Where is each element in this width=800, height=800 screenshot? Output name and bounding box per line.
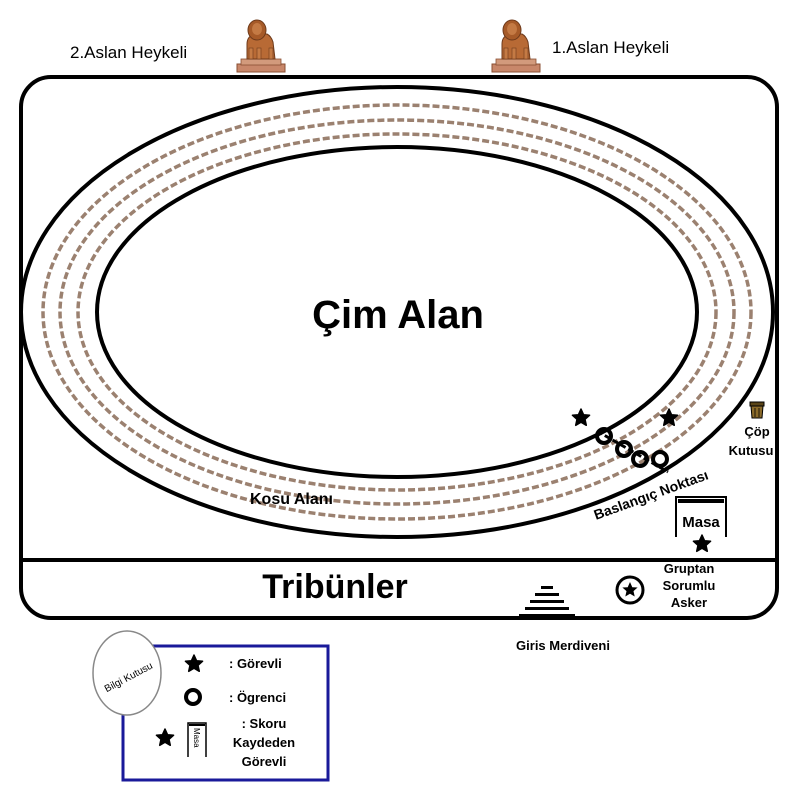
legend-table-icon: Masa	[187, 722, 207, 757]
scorer-star	[692, 534, 712, 553]
info-bubble: Bilgi Kutusu	[92, 630, 162, 716]
trash-label-line2: Kutusu	[729, 443, 774, 458]
student-marker	[615, 440, 633, 458]
legend-student-circle	[184, 688, 202, 706]
grass-field-edge	[95, 145, 699, 479]
table-label: Masa	[682, 514, 720, 531]
score-table: Masa	[675, 496, 727, 537]
group-leader-line1: Gruptan	[664, 561, 715, 576]
lane-line-2	[58, 118, 736, 506]
lion-statue-left	[236, 19, 286, 73]
stands-label: Tribünler	[262, 568, 407, 606]
legend-scorer-line3: Görevli	[242, 754, 287, 769]
stadium-outline	[19, 75, 779, 620]
student-marker	[651, 450, 669, 468]
statue-label-right: 1.Aslan Heykeli	[552, 38, 669, 57]
student-marker	[595, 427, 613, 445]
track-outer-edge	[19, 85, 775, 539]
entrance-stairs-icon	[519, 586, 575, 617]
group-leader-line3: Asker	[671, 595, 707, 610]
statue-label-left: 2.Aslan Heykeli	[70, 43, 187, 62]
student-marker	[631, 450, 649, 468]
track-label: Kosu Alanı	[250, 491, 333, 508]
trash-can-icon	[749, 401, 765, 419]
lane-line-1	[41, 103, 753, 521]
lane-line-3	[76, 132, 718, 492]
legend-scorer-line1: : Skoru	[242, 716, 287, 731]
lion-statue-right	[491, 19, 541, 73]
legend-table-label: Masa	[192, 728, 201, 748]
grass-field-label: Çim Alan	[312, 293, 484, 337]
students-at-start	[595, 427, 669, 468]
legend-student-label: : Ögrenci	[229, 690, 286, 705]
group-leader-line2: Sorumlu	[663, 578, 716, 593]
officer-star-left	[571, 408, 591, 427]
trash-label-line1: Çöp	[744, 424, 769, 439]
legend-scorer-line2: Kaydeden	[233, 735, 295, 750]
group-leader-icon	[615, 575, 645, 605]
legend-officer-label: : Görevli	[229, 656, 282, 671]
track-lanes	[41, 103, 753, 521]
stairs-label: Giris Merdiveni	[516, 638, 610, 653]
